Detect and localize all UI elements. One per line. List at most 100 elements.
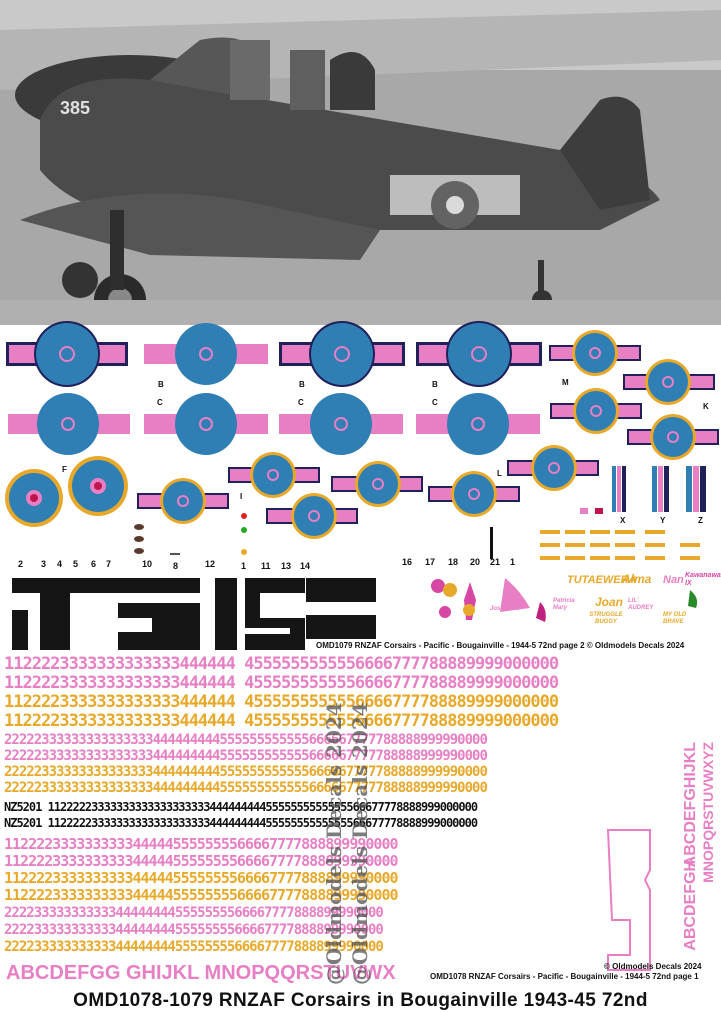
item-number: 6 [91,559,97,569]
roundel-bar-small-8 [331,461,423,507]
nose-art-patricia-mary: Patricia Mary [553,598,575,611]
nose-art-struggle-buggy: STRUGGLE BUGGY [589,612,623,625]
serial-row-pink-mid-2: 2222333333333334444444455555555666677778… [4,922,384,938]
fin-flash-y [652,466,669,512]
item-number: 11 [261,561,271,571]
item-number: 16 [402,557,413,567]
letter-b1: B [158,380,164,389]
letter-c1: C [157,398,163,407]
nose-art-kawanawa: Kawanawa IX [685,572,721,587]
item-number: 8 [173,561,179,571]
nose-art-josephine: Josephine [490,606,520,612]
corsair-photo-image [0,0,721,325]
letter-z: Z [698,516,703,525]
serial-row-pink-1: 1122223333333333333444444 45555555555566… [4,654,559,674]
letter-k: K [703,402,709,411]
letter-y: Y [660,516,666,525]
roundel-bar-2 [144,323,268,385]
letter-f: F [62,465,67,474]
item-number: 21 [490,557,501,567]
roundel-bar-small-6 [228,452,320,498]
watermark-right: @Oldmodels Decals 2024 [348,702,372,985]
nose-art-my-old-brave: MY OLD BRAVE [663,612,687,625]
letter-b2: B [299,380,305,389]
roundel-bar-small-10 [507,445,599,491]
nose-art-nan: Nan [663,574,684,586]
nose-art-figures [431,578,698,622]
letter-x: X [620,516,626,525]
small-stencils [134,513,493,559]
item-number: 12 [205,559,216,569]
alphabet-vertical-3: ABCDEFGH [682,860,699,951]
code-box-outlines [606,829,651,971]
item-number: 3 [41,559,47,569]
item-number: 2 [18,559,24,569]
item-number: 5 [73,559,79,569]
item-number: 17 [425,557,436,567]
letter-c2: C [298,398,304,407]
serial-row-gold-narrow-2: 1122223333333333444445555555566667777888… [4,886,399,904]
item-number: 1 [241,561,247,571]
serial-row-gold-mid: 2222333333333334444444455555555666677778… [4,939,384,955]
serial-row-gold-2: 1122223333333333333444444 45555555555566… [4,711,559,731]
serial-row-black-1: NZ5201 112222233333333333333333334444444… [4,800,478,814]
caption-copyright: © Oldmodels Decals 2024 [604,962,702,971]
letter-b3: B [432,380,438,389]
roundel-bar-4 [416,321,542,387]
letter-l: L [497,469,502,478]
black-markings [12,578,376,650]
item-number: 7 [106,559,112,569]
roundel-f-2 [68,456,128,516]
roundel-bar-small-5 [137,478,229,524]
footer-title: OMD1078-1079 RNZAF Corsairs in Bougainvi… [73,990,648,1011]
item-number: 20 [470,557,481,567]
serial-row-gold-narrow-1: 1122223333333333444445555555566667777888… [4,869,399,887]
serial-row-pink-mid-1: 2222333333333334444444455555555666677778… [4,905,384,921]
serial-row-gold-small-2: 2222233333333333333344444444455555555555… [4,780,488,796]
alphabet-vertical-2: MNOPQRSTUVWXYZ [700,742,716,883]
aircraft-photo: 385 [0,0,721,325]
item-number: 14 [300,561,311,571]
item-number: 18 [448,557,459,567]
roundel-bar-small-7 [266,493,358,539]
serial-row-pink-narrow-1: 1122223333333333444445555555566667777888… [4,835,399,853]
roundel-bar-small-3 [550,388,642,434]
roundel-bar-7 [279,393,403,455]
fin-flash-z [686,466,706,512]
alphabet-row: ABCDEFGG GHIJKL MNOPQQRSTUVWX [6,962,396,984]
caption-page2: OMD1079 RNZAF Corsairs - Pacific - Bouga… [316,641,685,650]
serial-row-pink-narrow-2: 1122223333333333444445555555566667777888… [4,852,399,870]
nose-art-tutaewera: TUTAEWERA [567,574,637,586]
letter-m: M [562,378,569,387]
serial-row-black-2: NZ5201 112222233333333333333333334444444… [4,816,478,830]
roundel-bar-8 [416,393,540,455]
roundel-bar-1 [6,321,128,387]
nose-art-joan: Joan [595,595,624,609]
letter-c3: C [432,398,438,407]
serial-row-gold-small-1: 2222233333333333333344444444455555555555… [4,764,488,780]
roundel-bar-small-4 [627,414,719,460]
item-number: 13 [281,561,292,571]
roundel-bar-6 [144,393,268,455]
roundel-bar-small-9 [428,471,520,517]
yellow-stencils [540,508,700,560]
roundel-bar-5 [8,393,130,455]
serial-row-pink-small-2: 2222233333333333333344444444455555555555… [4,748,488,764]
nose-art-lil-audrey: LIL' AUDREY [628,598,654,611]
item-number: 10 [142,559,153,569]
serial-row-gold-1: 1122223333333333333444444 45555555555566… [4,692,559,712]
roundel-bar-small-2 [623,359,715,405]
serial-row-pink-2: 1122223333333333333444444 45555555555566… [4,673,559,693]
serial-row-pink-small-1: 2222233333333333333344444444455555555555… [4,732,488,748]
roundel-bar-3 [279,321,405,387]
nose-art-alma: Alma [622,572,652,586]
caption-page1: OMD1078 RNZAF Corsairs - Pacific - Bouga… [430,972,699,981]
fin-flash-x [612,466,626,512]
roundel-f-1 [5,469,63,527]
letter-i: I [240,492,243,501]
item-number: 4 [57,559,63,569]
roundel-bar-small-m [549,330,641,376]
item-number: 1 [510,557,516,567]
aircraft-code: 385 [60,98,91,118]
